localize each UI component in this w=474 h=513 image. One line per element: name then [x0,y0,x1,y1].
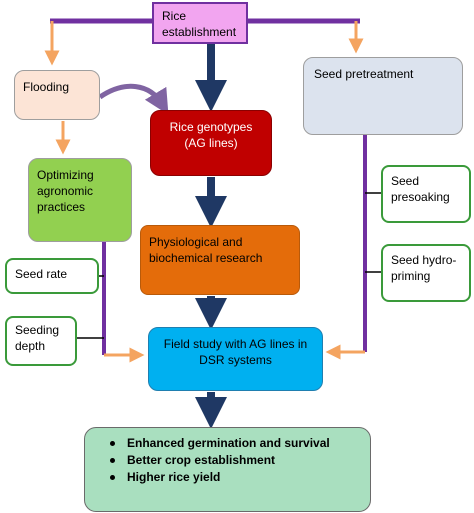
seed-rate-label: Seed rate [15,267,68,281]
physiological-line-2: biochemical research [149,251,263,265]
rice-establishment-node: Rice establishment [152,2,248,44]
outcome-item: Enhanced germination and survival [105,435,360,452]
seed-presoaking-line-2: presoaking [391,190,450,204]
seed-presoaking-node: Seed presoaking [381,165,471,223]
optimizing-line-3: practices [37,200,86,214]
rice-genotypes-node: Rice genotypes (AG lines) [150,110,272,176]
flooding-node: Flooding [14,70,100,120]
seed-rate-node: Seed rate [5,258,99,294]
rice-establishment-line-1: Rice [162,9,187,23]
flooding-label: Flooding [23,80,70,94]
seeding-depth-node: Seeding depth [5,316,77,366]
outcome-item: Better crop establishment [105,452,360,469]
rice-genotypes-line-2: (AG lines) [184,136,238,150]
physiological-line-1: Physiological and [149,235,243,249]
rice-genotypes-line-1: Rice genotypes [169,120,253,134]
seeding-depth-line-1: Seeding [15,323,60,337]
field-study-line-2: DSR systems [199,353,272,367]
curved-arrow-flooding-to-genotypes [98,83,169,115]
optimizing-practices-node: Optimizing agronomic practices [28,158,132,242]
seed-hydro-priming-node: Seed hydro- priming [381,244,471,302]
rice-establishment-line-2: establishment [162,25,237,39]
optimizing-line-2: agronomic [37,184,94,198]
field-study-node: Field study with AG lines in DSR systems [148,327,323,391]
physiological-research-node: Physiological and biochemical research [140,225,300,295]
outcomes-node: Enhanced germination and survival Better… [84,427,371,512]
optimizing-line-1: Optimizing [37,168,94,182]
seed-hydro-line-1: Seed hydro- [391,253,457,267]
field-study-line-1: Field study with AG lines in [163,337,308,351]
seed-presoaking-line-1: Seed [391,174,420,188]
seed-pretreatment-node: Seed pretreatment [303,57,463,135]
seeding-depth-line-2: depth [15,339,46,353]
outcomes-list: Enhanced germination and survival Better… [105,435,360,486]
outcome-item: Higher rice yield [105,469,360,486]
seed-hydro-line-2: priming [391,269,431,283]
seed-pretreatment-label: Seed pretreatment [314,67,414,81]
